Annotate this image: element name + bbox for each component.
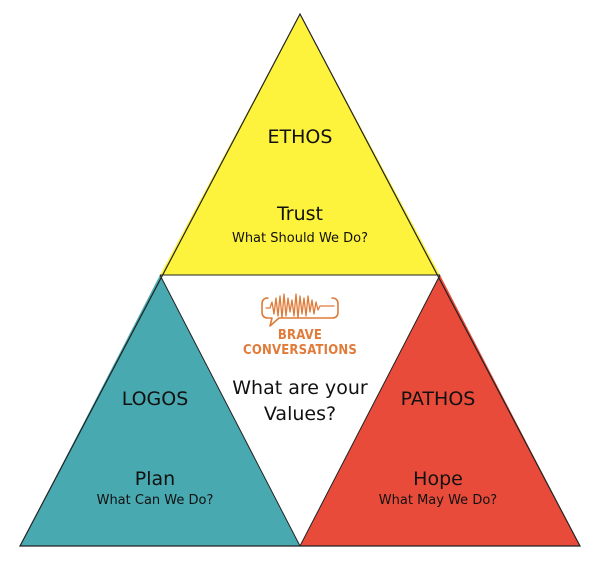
center-question-line2: Values? [263,403,337,425]
logos-value: Plan [134,468,176,490]
ethos-title: ETHOS [267,126,333,148]
ethos-triangle [160,14,440,275]
pathos-title: PATHOS [400,388,476,410]
logos-title: LOGOS [121,388,189,410]
logo-line2: CONVERSATIONS [243,343,357,358]
divider-left [159,274,301,547]
logos-question: What Can We Do? [96,493,214,508]
pathos-value: Hope [413,468,463,490]
soundwave-speech-bubble-icon [261,293,339,327]
speech-bubble-outline [261,297,339,327]
soundwave [265,293,335,319]
logo-line1: BRAVE [277,328,323,343]
ethos-question: What Should We Do? [231,231,369,246]
ethos-value: Trust [276,203,323,225]
pathos-question: What May We Do? [378,493,498,508]
center-triangle [160,275,440,546]
center-question-line1: What are your [232,377,368,399]
divider-right [299,274,441,547]
pathos-triangle [300,275,580,546]
logos-triangle [20,275,300,546]
